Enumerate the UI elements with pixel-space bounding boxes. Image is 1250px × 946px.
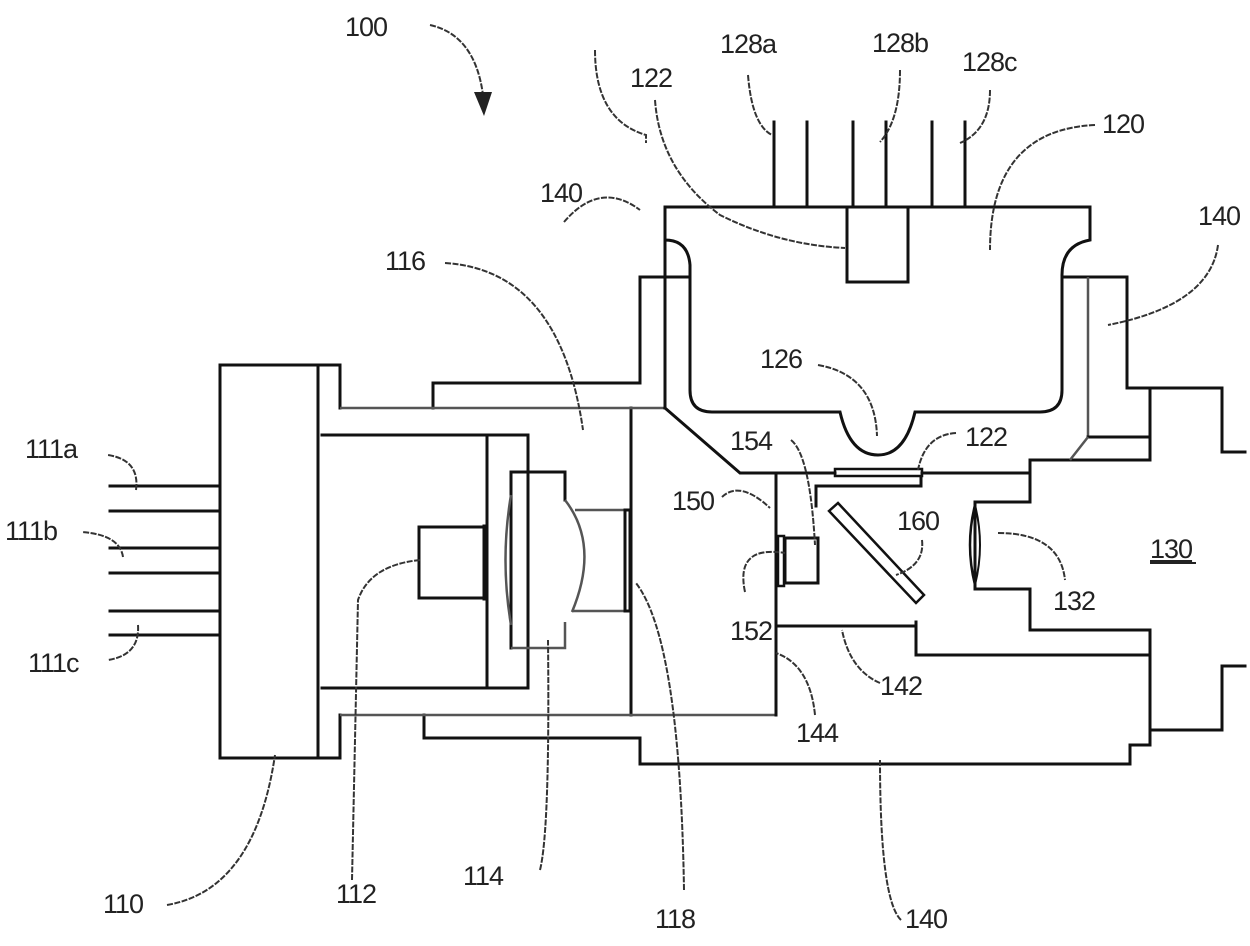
label-116: 116 (385, 246, 425, 276)
label-114: 114 (463, 861, 504, 891)
label-122-top: 122 (630, 63, 672, 93)
label-128b: 128b (872, 28, 928, 58)
base-block (218, 363, 530, 760)
receiver-module (663, 205, 1092, 457)
label-130: 130 (1150, 534, 1192, 564)
label-111c: 111c (28, 648, 79, 678)
label-118: 118 (655, 904, 695, 934)
label-111a: 111a (25, 434, 79, 464)
lens (504, 470, 625, 650)
label-100: 100 (345, 12, 387, 42)
housing (340, 275, 1247, 766)
label-128a: 128a (720, 29, 778, 59)
label-120: 120 (1102, 109, 1144, 139)
label-126: 126 (760, 344, 802, 374)
labels: 100 122 128a 128b 128c 120 140 140 116 1… (5, 12, 1241, 934)
beam-splitter (827, 501, 926, 605)
label-110: 110 (103, 889, 143, 919)
label-142: 142 (880, 671, 922, 701)
label-128c: 128c (962, 47, 1017, 77)
label-122-filter: 122 (965, 422, 1007, 452)
label-144: 144 (796, 718, 839, 748)
label-132: 132 (1053, 586, 1095, 616)
label-140-bottom: 140 (905, 904, 947, 934)
pins-111 (108, 484, 222, 637)
label-111b: 111b (5, 516, 57, 546)
label-152: 152 (730, 616, 772, 646)
light-source (417, 433, 489, 690)
leads-128 (772, 120, 967, 209)
label-154: 154 (730, 426, 773, 456)
monitor-detector (776, 534, 820, 588)
label-112: 112 (336, 879, 376, 909)
label-160: 160 (897, 506, 939, 536)
filter-chip (814, 467, 924, 508)
label-140-left: 140 (540, 178, 582, 208)
window (623, 406, 633, 717)
label-150: 150 (672, 486, 714, 516)
port-lens (968, 503, 981, 587)
leader-lines (81, 24, 1219, 921)
label-140-right: 140 (1198, 201, 1240, 231)
